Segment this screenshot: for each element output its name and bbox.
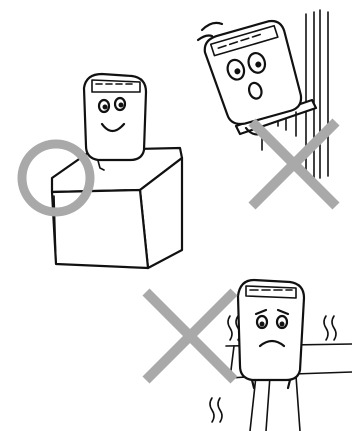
panel-wall-shelf-placement: [198, 10, 336, 206]
panel-box-placement: [22, 74, 182, 268]
device-sad: [238, 280, 304, 388]
ng-cross-icon: [252, 122, 336, 206]
ng-cross-icon: [146, 292, 234, 380]
panel-heated-floor-placement: [146, 280, 352, 431]
device-happy: [84, 74, 146, 160]
